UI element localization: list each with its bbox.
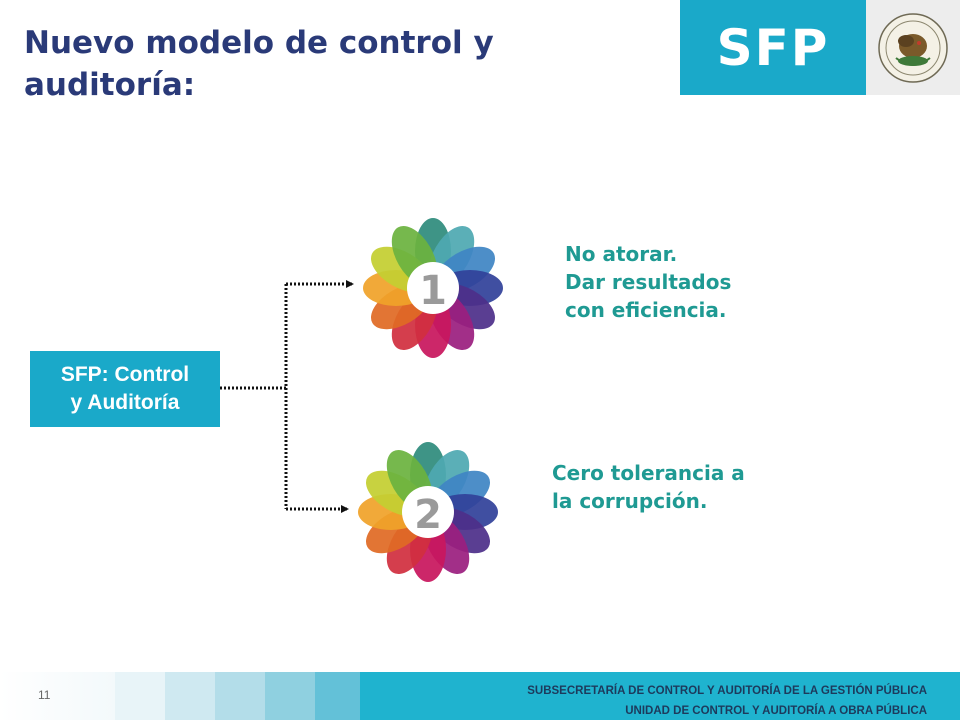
footer-bar <box>0 672 960 720</box>
branch-1-line: con eficiencia. <box>565 298 727 322</box>
sfp-logo-text: SFP <box>680 0 866 95</box>
footer-bar-segment <box>165 672 215 720</box>
step-number: 1 <box>419 268 447 314</box>
slide-title-line: Nuevo modelo de control y <box>24 25 494 61</box>
flower-badge-1: 1 <box>358 208 508 368</box>
footer-bar-segment <box>215 672 265 720</box>
flower-center <box>402 486 454 538</box>
branch-1-text: No atorar. Dar resultados con eficiencia… <box>565 240 825 324</box>
flower-center <box>407 262 459 314</box>
footer-text: SUBSECRETARÍA DE CONTROL Y AUDITORÍA DE … <box>527 681 927 721</box>
branch-1-line: No atorar. <box>565 242 678 266</box>
branch-1-line: Dar resultados <box>565 270 732 294</box>
footer-bar-segment <box>315 672 360 720</box>
flower-2-icon: 2 <box>358 442 498 582</box>
page-number: 11 <box>38 688 51 702</box>
mexican-coat-of-arms-seal-icon <box>866 0 960 95</box>
footer-line: SUBSECRETARÍA DE CONTROL Y AUDITORÍA DE … <box>527 685 927 697</box>
seal-graphic <box>878 13 948 83</box>
flower-1-icon: 1 <box>363 218 503 358</box>
branch-2-text: Cero tolerancia a la corrupción. <box>552 459 832 515</box>
step-number: 2 <box>414 492 442 538</box>
slide-title: Nuevo modelo de control y auditoría: <box>24 22 584 106</box>
sfp-logo: SFP <box>680 0 960 96</box>
source-box-line: SFP: Control <box>60 363 190 386</box>
footer-bar-segment <box>0 672 115 720</box>
footer-bar-segment <box>115 672 165 720</box>
flower-badge-2: 2 <box>353 432 503 592</box>
footer-bar-segment <box>265 672 315 720</box>
source-box-line: y Auditoría <box>70 391 180 414</box>
slide-title-line: auditoría: <box>24 67 196 103</box>
branch-2-line: Cero tolerancia a <box>552 461 745 485</box>
source-box: SFP: Control y Auditoría <box>30 351 220 427</box>
branch-2-line: la corrupción. <box>552 489 708 513</box>
footer-bar-segment <box>360 672 960 720</box>
footer-line: UNIDAD DE CONTROL Y AUDITORÍA A OBRA PÚB… <box>625 705 927 717</box>
